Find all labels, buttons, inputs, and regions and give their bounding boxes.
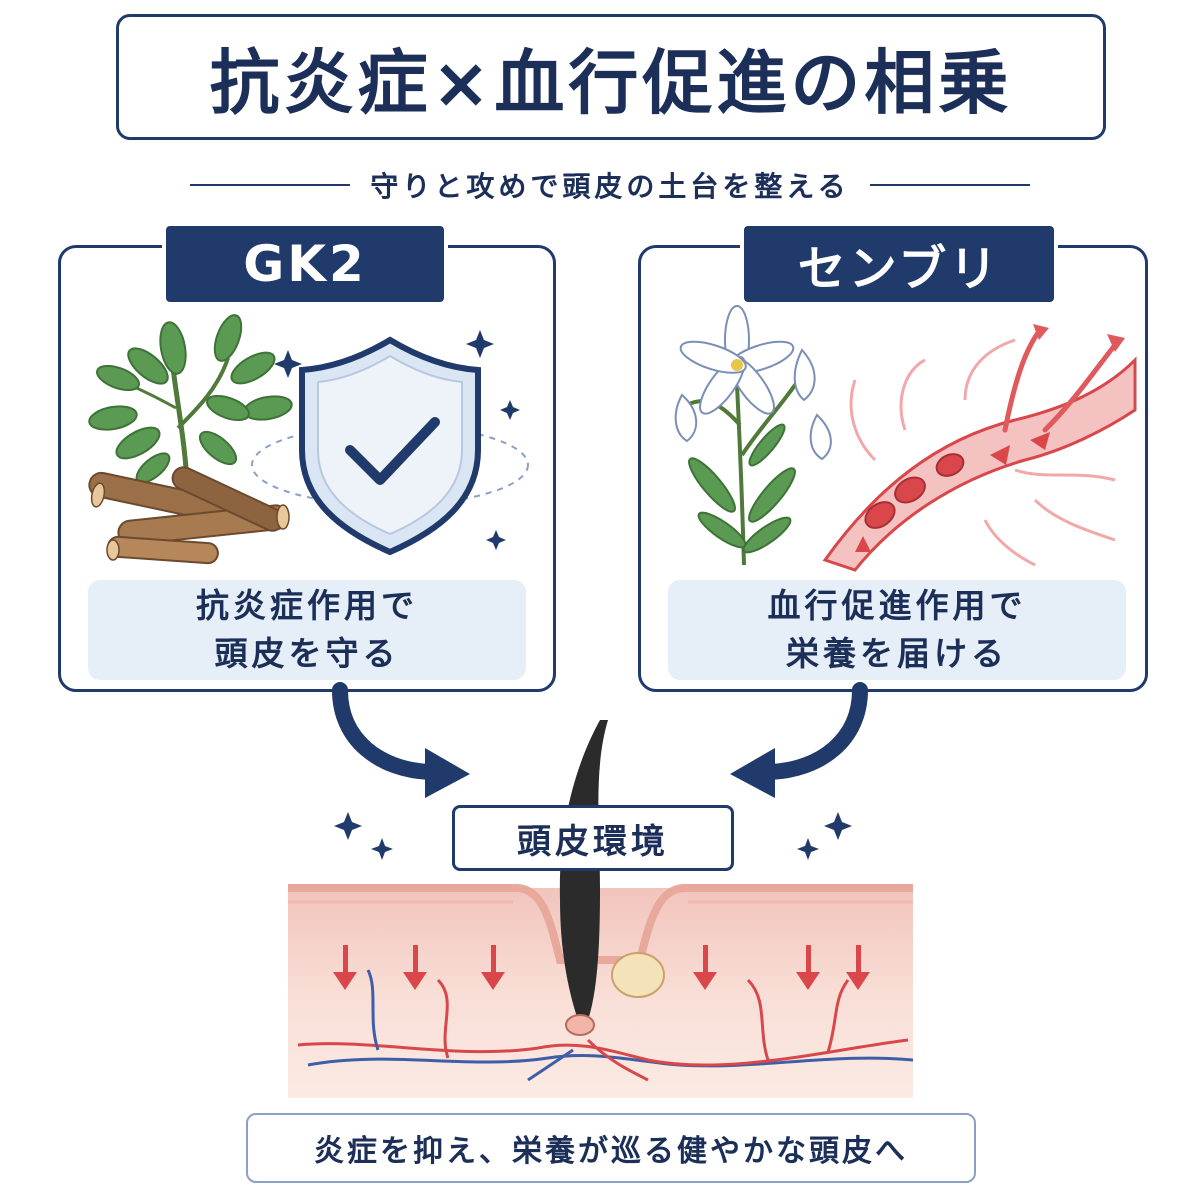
- subtitle-line-right: [869, 184, 1031, 186]
- left-arrow-icon: [332, 682, 470, 798]
- scalp-environment-label: 頭皮環境: [452, 805, 734, 871]
- sparkle-icon-left: [334, 812, 393, 860]
- gk2-effect-line2: 頭皮を守る: [214, 634, 400, 673]
- senburi-flower-icon: [674, 305, 832, 566]
- senburi-effect-line1: 血行促進作用で: [767, 586, 1027, 625]
- sparkle-icon-right: [797, 812, 852, 860]
- gk2-label: GK2: [162, 222, 448, 306]
- conclusion-text: 炎症を抑え、栄養が巡る健やかな頭皮へ: [314, 1134, 908, 1169]
- conclusion-box: 炎症を抑え、栄養が巡る健やかな頭皮へ: [246, 1113, 976, 1183]
- senburi-label: センブリ: [740, 222, 1058, 306]
- senburi-effect-line2: 栄養を届ける: [786, 634, 1008, 673]
- subtitle-line-left: [190, 184, 351, 186]
- blood-vessel-icon: [822, 324, 1137, 572]
- shield-check-icon: [251, 330, 529, 556]
- licorice-plant-icon: [88, 314, 293, 565]
- title-box: 抗炎症×血行促進の相乗: [116, 14, 1106, 140]
- senburi-effect-box: 血行促進作用で 栄養を届ける: [668, 580, 1126, 680]
- page-title: 抗炎症×血行促進の相乗: [209, 41, 1013, 124]
- gk2-effect-box: 抗炎症作用で 頭皮を守る: [88, 580, 526, 680]
- gk2-effect-line1: 抗炎症作用で: [196, 586, 418, 625]
- subtitle: 守りと攻めで頭皮の土台を整える: [370, 170, 850, 203]
- scalp-cross-section-icon: [288, 720, 914, 1098]
- right-arrow-icon: [730, 682, 868, 798]
- subtitle-row: 守りと攻めで頭皮の土台を整える: [190, 160, 1031, 210]
